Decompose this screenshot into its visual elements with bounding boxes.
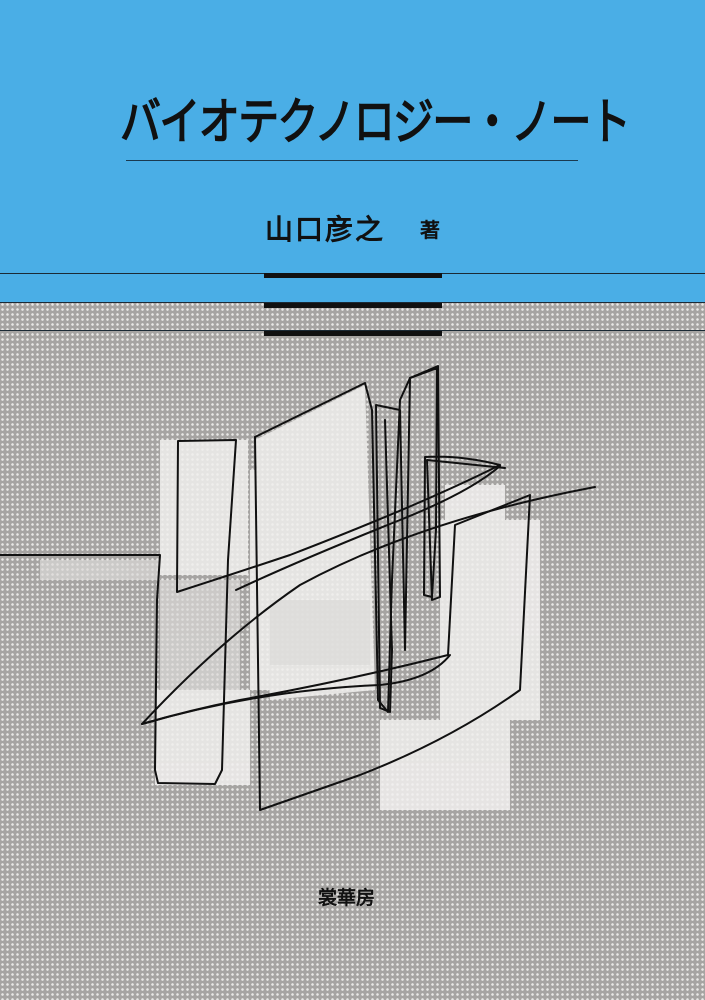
accent-bar [264, 273, 442, 278]
cover-top-band [0, 0, 705, 302]
publisher-name: 裳華房 [318, 887, 376, 909]
divider-line [0, 330, 705, 331]
author-name: 山口彦之 [265, 213, 386, 246]
accent-bar [264, 331, 442, 336]
accent-bar [264, 303, 442, 308]
author-suffix: 著 [420, 218, 440, 242]
title-underline [126, 160, 578, 161]
divider-line [0, 302, 705, 303]
